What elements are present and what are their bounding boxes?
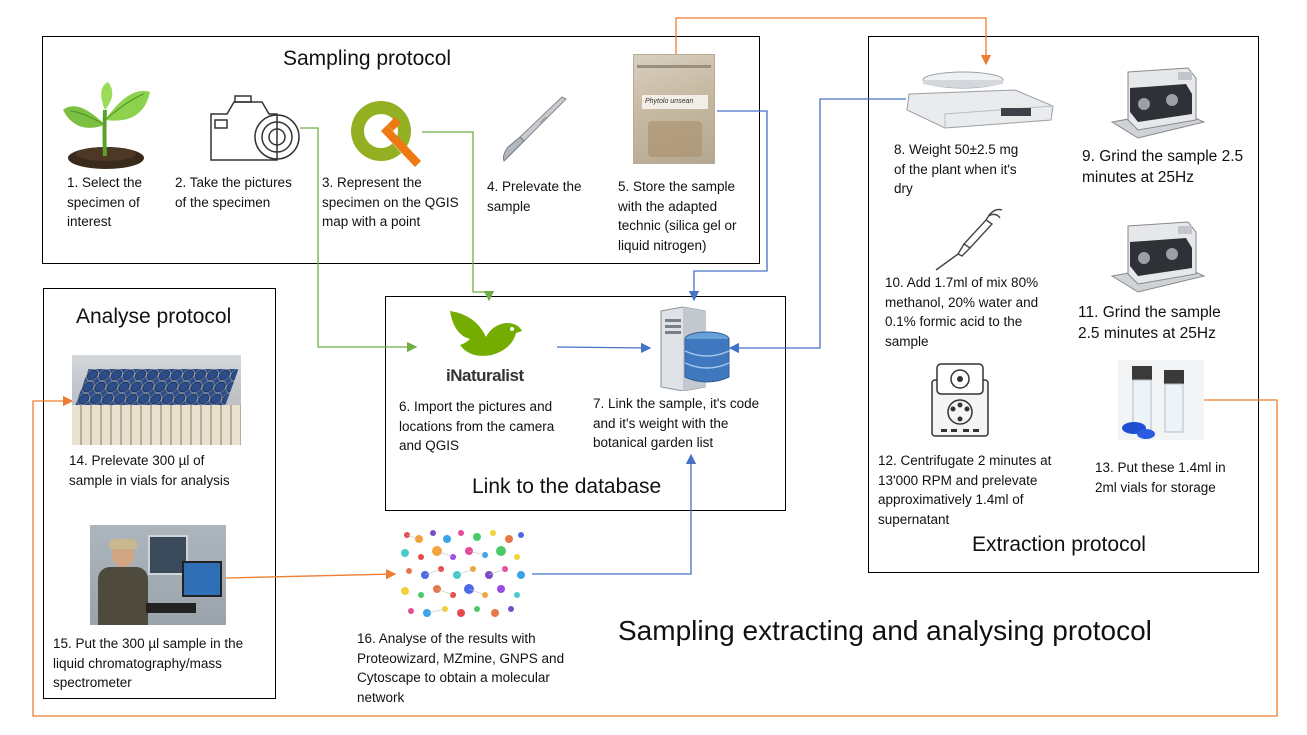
bag-zipper [637, 65, 711, 68]
vial-caps [75, 369, 239, 405]
step-7-link-sample: 7. Link the sample, it's code and it's w… [593, 396, 760, 450]
operator-head [112, 543, 134, 567]
main-title: Sampling extracting and analysing protoc… [618, 615, 1152, 646]
inaturalist-bird-icon [450, 311, 522, 356]
sampling-protocol-heading: Sampling protocol [283, 47, 452, 70]
monitor-1 [148, 535, 188, 575]
pipette-icon [935, 208, 1003, 271]
seedling-icon [63, 82, 150, 169]
grinder-mill-icon-2 [1110, 221, 1206, 293]
extraction-protocol-heading: Extraction protocol [972, 533, 1146, 556]
sample-storage-bag-photo: Phytolo unsean [633, 54, 715, 164]
step-2-take-pictures: 2. Take the pictures of the specimen [175, 175, 292, 210]
step-13-storage-vials: 13. Put these 1.4ml in 2ml vials for sto… [1095, 460, 1226, 495]
step-1-select-specimen: 1. Select the specimen of interest [67, 175, 143, 229]
step-10-add-mix: 10. Add 1.7ml of mix 80% methanol, 20% w… [885, 275, 1039, 349]
bag-label: Phytolo unsean [642, 95, 708, 109]
precision-balance-icon [906, 71, 1054, 129]
step-12-centrifugate: 12. Centrifugate 2 minutes at 13'000 RPM… [878, 453, 1052, 527]
molecular-network-image [401, 530, 525, 617]
step-9-grind: 9. Grind the sample 2.5 minutes at 25Hz [1082, 148, 1244, 186]
bag-leaves [648, 121, 702, 157]
vial-rack [72, 405, 241, 445]
keyboard [146, 603, 196, 613]
lab-operator-photo [90, 525, 226, 625]
step-3-represent-qgis: 3. Represent the specimen on the QGIS ma… [322, 175, 459, 229]
analyse-protocol-heading: Analyse protocol [76, 305, 232, 328]
step-6-import-pictures: 6. Import the pictures and locations fro… [399, 399, 555, 453]
step-14-prelevate-vials: 14. Prelevate 300 µl of sample in vials … [69, 453, 230, 488]
step-4-prelevate-sample: 4. Prelevate the sample [487, 179, 582, 214]
step-8-weight: 8. Weight 50±2.5 mg of the plant when it… [894, 142, 1019, 196]
monitor-2 [182, 561, 222, 597]
operator-cap [109, 539, 137, 549]
step-16-analyse-results: 16. Analyse of the results with Proteowi… [357, 631, 565, 705]
centrifuge-icon [931, 363, 989, 437]
qgis-logo-icon [351, 101, 421, 167]
scalpel-icon [503, 96, 567, 162]
database-server-icon [660, 306, 730, 391]
step-5-store-sample: 5. Store the sample with the adapted tec… [618, 179, 737, 253]
inaturalist-logo-text: iNaturalist [446, 366, 524, 385]
step-15-lc-ms: 15. Put the 300 µl sample in the liquid … [53, 636, 244, 690]
link-to-database-heading: Link to the database [472, 475, 662, 498]
step-11-grind: 11. Grind the sample 2.5 minutes at 25Hz [1078, 304, 1221, 342]
vial-tray-photo [72, 355, 241, 445]
grinder-mill-icon-1 [1110, 67, 1206, 139]
operator-body [98, 567, 148, 625]
camera-icon [210, 95, 300, 161]
storage-vials-icon [1118, 360, 1204, 440]
